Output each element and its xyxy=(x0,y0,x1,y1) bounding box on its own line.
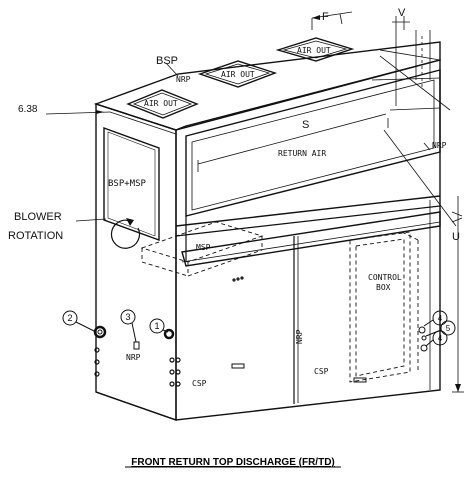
callout-balloon-5 xyxy=(440,320,456,336)
dim-v-label: V xyxy=(398,7,406,19)
callout-balloon-3 xyxy=(120,309,136,325)
blower-label-line2: ROTATION xyxy=(8,230,63,242)
air-out-label-1: AIR OUT xyxy=(144,99,178,108)
callout-3-text: 3 xyxy=(125,312,130,322)
bsp-label: BSP xyxy=(156,55,178,67)
air-out-opening-2 xyxy=(197,60,278,88)
msp-label: MSP xyxy=(196,243,211,252)
callout-balloon-4b xyxy=(432,330,448,346)
csp-left-label: CSP xyxy=(192,379,207,388)
dim-f-label: F xyxy=(322,11,329,23)
msp-dashed-outline xyxy=(140,221,264,277)
csp-center-label: CSP xyxy=(314,367,329,376)
callouts xyxy=(62,309,456,352)
dim-638-label: 6.38 xyxy=(18,104,38,115)
left-side-panel xyxy=(94,103,181,421)
nrp-left-label: NRP xyxy=(126,353,141,362)
nrp-top-label: NRP xyxy=(176,75,191,84)
blower-label-line1: BLOWER xyxy=(14,211,62,223)
front-face xyxy=(175,59,441,421)
air-out-opening-3 xyxy=(275,37,355,62)
nrp-center-label: NRP xyxy=(295,329,304,344)
callout-balloon-1 xyxy=(149,318,165,334)
diagram-caption: FRONT RETURN TOP DISCHARGE (FR/TD) xyxy=(131,457,335,468)
blower-rotation-arrow xyxy=(110,218,141,249)
air-out-opening-1 xyxy=(126,89,199,119)
dim-s-label: S xyxy=(302,119,309,131)
control-box-outline xyxy=(349,231,419,383)
control-box-label-line1: CONTROL xyxy=(368,273,402,282)
nrp-right-label: NRP xyxy=(432,141,447,150)
callout-4b-text: 4 xyxy=(438,334,443,343)
callout-4a-text: 4 xyxy=(438,314,443,323)
bsp-msp-label: BSP+MSP xyxy=(108,179,147,189)
callout-1-text: 1 xyxy=(154,321,159,331)
control-box-label-line2: BOX xyxy=(376,283,391,292)
air-out-label-3: AIR OUT xyxy=(297,46,331,55)
air-out-label-2: AIR OUT xyxy=(221,70,255,79)
return-air-label: RETURN AIR xyxy=(278,149,326,158)
callout-balloon-4a xyxy=(432,310,448,326)
callout-5-text: 5 xyxy=(446,324,451,333)
callout-balloon-2 xyxy=(62,310,78,326)
labels: F V 6.38 S U BSP NRP NRP AIR OUT AIR OUT… xyxy=(8,7,460,468)
dim-u-label: U xyxy=(452,231,460,243)
dimension-lines xyxy=(45,11,464,393)
callout-2-text: 2 xyxy=(67,313,72,323)
